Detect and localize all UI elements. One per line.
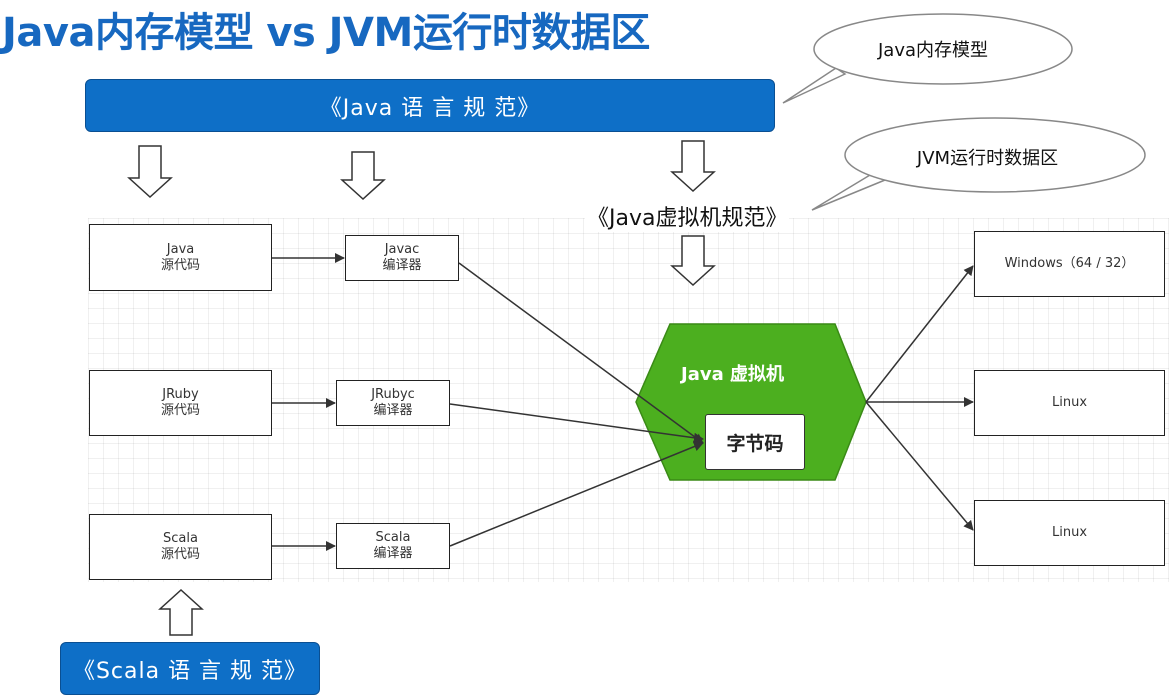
source-lang: Java bbox=[166, 241, 195, 257]
source-box-jruby: JRuby 源代码 bbox=[89, 370, 272, 436]
arrow-jvm-to-windows bbox=[865, 265, 974, 403]
platform-label: Windows（64 / 32） bbox=[1004, 256, 1135, 271]
compiler-name: JRubyc bbox=[371, 387, 415, 402]
platform-box-linux: Linux bbox=[974, 370, 1165, 436]
callout-runtime-data-area: JVM运行时数据区 bbox=[916, 148, 1059, 169]
compiler-name: Javac bbox=[384, 242, 420, 257]
compiler-box-jrubyc: JRubyc 编译器 bbox=[336, 380, 450, 426]
down-arrow-icon bbox=[670, 235, 716, 287]
up-arrow-icon bbox=[158, 588, 204, 636]
scala-language-spec-banner: 《Scala 语 言 规 范》 bbox=[60, 642, 320, 695]
platform-label: Linux bbox=[1051, 395, 1088, 410]
jvm-title: Java 虚拟机 bbox=[681, 364, 784, 385]
bytecode-box: 字节码 bbox=[705, 414, 805, 470]
page-title: Java内存模型 vs JVM运行时数据区 bbox=[2, 10, 650, 56]
source-box-scala: Scala 源代码 bbox=[89, 514, 272, 580]
compiler-label: 编译器 bbox=[373, 546, 413, 561]
down-arrow-icon bbox=[127, 145, 173, 199]
platform-box-windows: Windows（64 / 32） bbox=[974, 231, 1165, 297]
arrow-javac-to-bytecode bbox=[458, 262, 704, 444]
source-label: 源代码 bbox=[160, 403, 200, 418]
callout-memory-model: Java内存模型 bbox=[877, 40, 989, 61]
down-arrow-icon bbox=[670, 140, 716, 193]
callout-bubble-memory-model bbox=[782, 13, 1073, 104]
callout-bubble-runtime-data-area bbox=[811, 117, 1146, 211]
source-lang: Scala bbox=[163, 531, 198, 546]
java-language-spec-banner: 《Java 语 言 规 范》 bbox=[85, 79, 775, 132]
source-lang: JRuby bbox=[162, 387, 199, 402]
arrow-jrubyc-to-bytecode bbox=[449, 403, 704, 443]
compiler-name: Scala bbox=[375, 530, 411, 545]
arrow-jvm-to-linux-2 bbox=[865, 401, 974, 531]
source-label: 源代码 bbox=[160, 257, 200, 273]
compiler-label: 编译器 bbox=[382, 258, 422, 273]
platform-label: Linux bbox=[1051, 525, 1088, 540]
source-label: 源代码 bbox=[160, 547, 200, 562]
jvm-spec-label: 《Java虚拟机规范》 bbox=[585, 200, 790, 232]
compiler-label: 编译器 bbox=[373, 403, 413, 418]
compiler-box-scalac: Scala 编译器 bbox=[336, 523, 450, 569]
arrow-scalac-to-bytecode bbox=[449, 441, 704, 547]
compiler-box-javac: Javac 编译器 bbox=[345, 235, 459, 281]
down-arrow-icon bbox=[340, 151, 386, 201]
platform-box-linux: Linux bbox=[974, 500, 1165, 566]
source-box-java: Java 源代码 bbox=[89, 224, 272, 291]
